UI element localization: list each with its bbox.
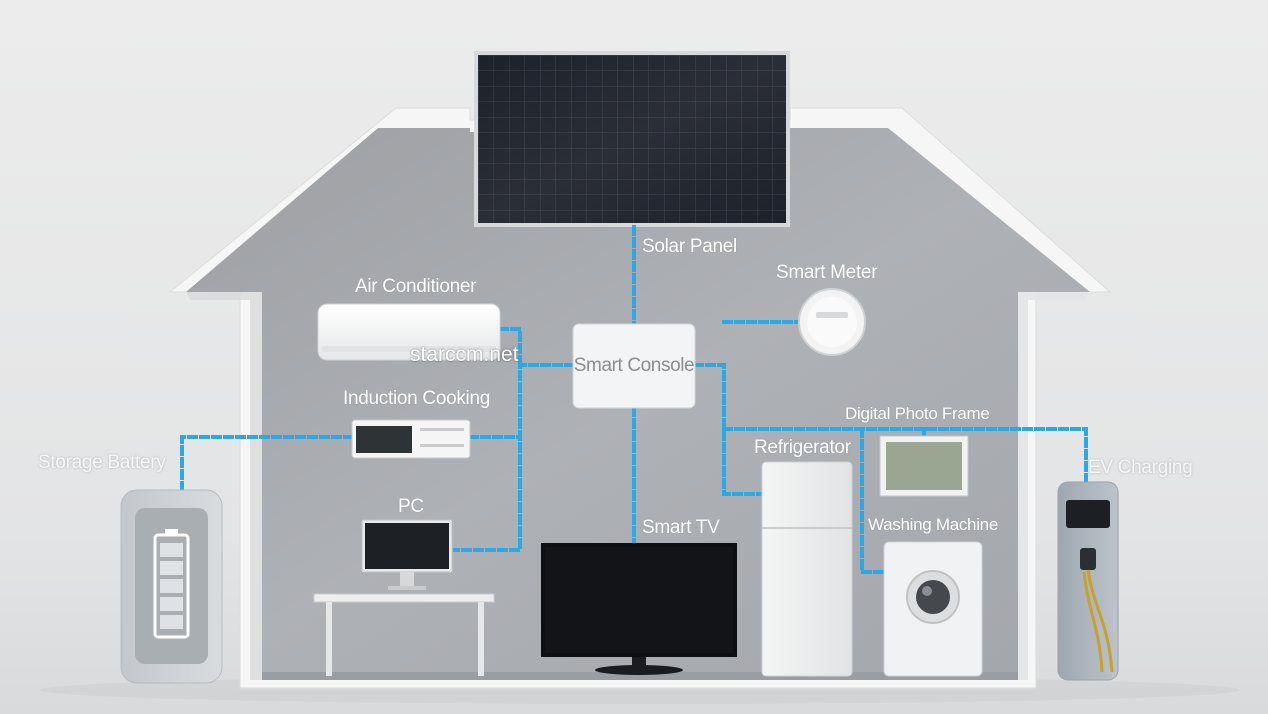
cable-washer [860, 427, 886, 574]
smart-tv [541, 543, 737, 675]
label-ev-charging: EV Charging [1088, 457, 1193, 478]
solar-panel [474, 51, 790, 227]
cable-left-trunk [453, 363, 575, 552]
wall-inner-shade [186, 292, 262, 680]
air-conditioner [317, 303, 501, 361]
label-refrigerator: Refrigerator [754, 437, 851, 458]
washing-machine [883, 541, 983, 677]
label-storage-battery: Storage Battery [38, 452, 166, 473]
induction-cooktop [351, 419, 471, 459]
label-washing-machine: Washing Machine [868, 515, 998, 534]
smart-meter [798, 288, 866, 356]
storage-battery [120, 489, 223, 684]
cables [180, 225, 1088, 574]
label-smart-tv: Smart TV [642, 517, 720, 538]
label-smart-meter: Smart Meter [776, 262, 878, 283]
label-digital-photo-frame: Digital Photo Frame [845, 404, 990, 423]
cable-battery [180, 435, 354, 492]
cable-right-trunk [693, 363, 764, 496]
floor [262, 672, 1018, 680]
label-air-conditioner: Air Conditioner [355, 276, 477, 297]
smart-console [572, 323, 696, 409]
watermark: starccm.net [410, 343, 519, 366]
label-smart-console: Smart Console [573, 355, 695, 376]
label-pc: PC [398, 496, 424, 517]
ev-charger [1057, 481, 1119, 681]
desk [313, 593, 495, 676]
label-induction-cooking: Induction Cooking [343, 388, 491, 409]
label-solar-panel: Solar Panel [642, 236, 737, 257]
wall-inner-shade-right [1018, 292, 1090, 680]
refrigerator [761, 461, 853, 677]
digital-photo-frame [879, 435, 969, 497]
pc [361, 519, 453, 590]
cable-frame [722, 427, 1088, 484]
cable-ac [498, 327, 522, 367]
